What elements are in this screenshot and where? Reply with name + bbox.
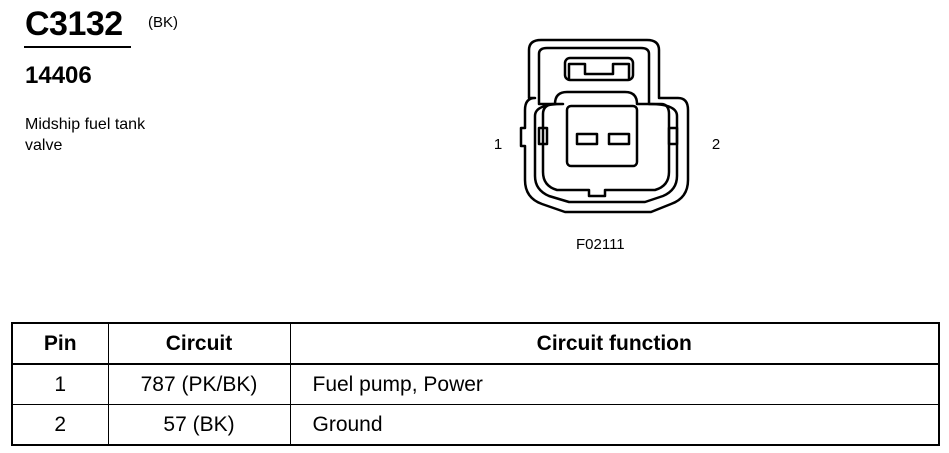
pin-table: Pin Circuit Circuit function 1 787 (PK/B… [11,322,940,446]
connector-outer-housing [519,38,690,214]
cell-circuit: 787 (PK/BK) [107,363,291,405]
part-number: 14406 [25,62,92,89]
header-pin: Pin [11,322,109,365]
terminal-insert [565,104,639,168]
side-key-left [537,126,549,146]
connector-id: C3132 [25,5,123,43]
pin-cavity-2 [607,132,631,146]
table-header-row: Pin Circuit Circuit function [11,322,940,365]
table-row: 1 787 (PK/BK) Fuel pump, Power [11,363,940,405]
connector-inner-face [541,90,671,198]
figure-code: F02111 [576,236,625,253]
title-underline [24,46,131,48]
cell-function: Ground [289,404,940,446]
locking-latch [563,56,635,82]
pin-cavity-1 [575,132,599,146]
cell-function: Fuel pump, Power [289,363,940,405]
connector-middle-housing [533,46,679,204]
component-description: Midship fuel tank valve [25,116,146,154]
side-key-right [667,126,679,146]
cell-pin: 1 [11,363,109,405]
pin-label-left: 1 [494,136,502,153]
cell-pin: 2 [11,404,109,446]
pin-label-right: 2 [712,136,720,153]
header-circuit: Circuit [107,322,291,365]
connector-color: (BK) [148,14,178,31]
connector-face-diagram: 1 2 [494,38,720,214]
table-row: 2 57 (BK) Ground [11,404,940,446]
header-circuit-function: Circuit function [289,322,940,365]
cell-circuit: 57 (BK) [107,404,291,446]
